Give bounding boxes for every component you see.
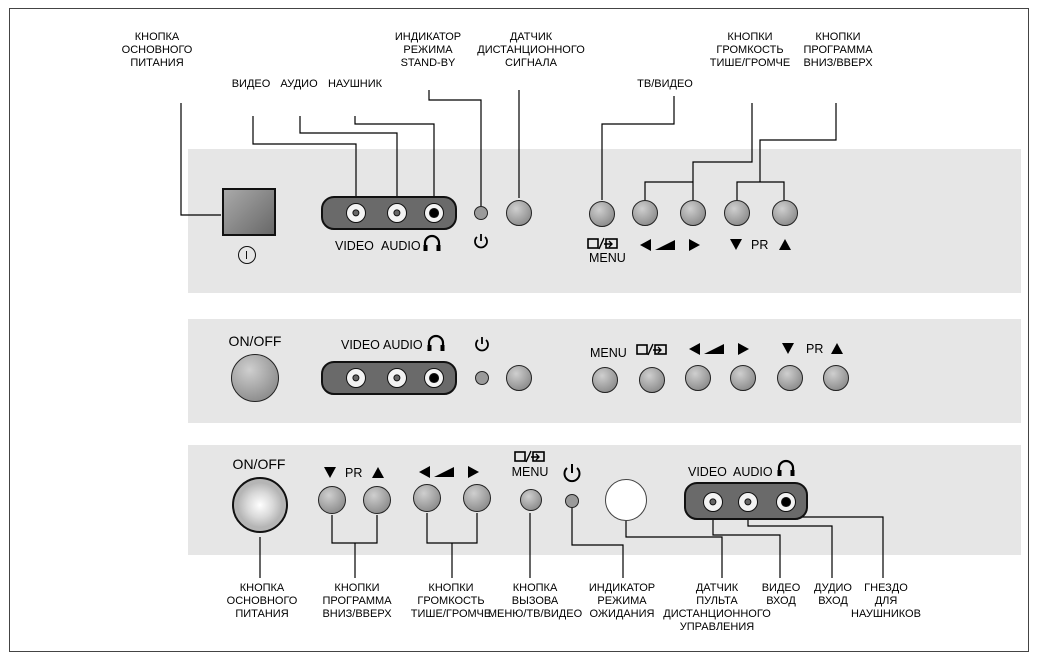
volume-down-icon: [689, 343, 724, 355]
label-video: VIDEO: [335, 239, 374, 253]
diagram-frame: [9, 8, 1029, 652]
program-up-icon: [372, 467, 384, 478]
label-audio: AUDIO: [733, 465, 773, 479]
label-on-off: ON/OFF: [228, 333, 282, 349]
callout-video-top: ВИДЕО: [231, 78, 271, 90]
remote-sensor: [605, 479, 647, 521]
menu-button[interactable]: [589, 201, 615, 227]
menu-button[interactable]: [592, 367, 618, 393]
tv-av-icon: [636, 343, 667, 356]
program-down-button[interactable]: [777, 365, 803, 391]
video-jack[interactable]: [346, 203, 366, 223]
headphones-icon: [427, 334, 445, 351]
video-jack[interactable]: [346, 368, 366, 388]
remote-sensor: [506, 365, 532, 391]
volume-up-button[interactable]: [680, 200, 706, 226]
label-video: VIDEO: [341, 338, 380, 352]
standby-led: [475, 371, 489, 385]
label-menu: MENU: [589, 251, 626, 265]
volume-up-icon: [738, 343, 749, 355]
headphone-jack[interactable]: [776, 492, 796, 512]
tv-av-button[interactable]: [639, 367, 665, 393]
av-jack-bar: [321, 361, 457, 395]
volume-down-button[interactable]: [413, 484, 441, 512]
audio-jack[interactable]: [387, 203, 407, 223]
standby-power-icon: [474, 234, 488, 249]
standby-led: [565, 494, 579, 508]
program-down-button[interactable]: [318, 486, 346, 514]
program-down-icon: [782, 343, 794, 354]
menu-button[interactable]: [520, 489, 542, 511]
program-down-button[interactable]: [724, 200, 750, 226]
program-down-icon: [324, 467, 336, 478]
volume-down-icon: [419, 466, 454, 478]
label-audio: AUDIO: [383, 338, 423, 352]
headphone-jack[interactable]: [424, 203, 444, 223]
power-switch-square[interactable]: [222, 188, 276, 236]
audio-jack[interactable]: [387, 368, 407, 388]
standby-led: [474, 206, 488, 220]
headphones-icon: [423, 234, 441, 251]
label-video: VIDEO: [688, 465, 727, 479]
tv-av-icon: [587, 237, 618, 250]
program-up-button[interactable]: [772, 200, 798, 226]
standby-power-icon: [563, 464, 581, 483]
tv-av-icon: [514, 450, 545, 463]
volume-up-icon: [689, 239, 700, 251]
program-down-icon: [730, 239, 742, 250]
volume-down-button[interactable]: [685, 365, 711, 391]
power-symbol-icon: [238, 246, 256, 264]
label-audio: AUDIO: [381, 239, 421, 253]
power-button[interactable]: [232, 477, 288, 533]
callout-audio-top: АУДИО: [280, 78, 318, 90]
power-button[interactable]: [231, 354, 279, 402]
audio-jack[interactable]: [738, 492, 758, 512]
video-jack[interactable]: [703, 492, 723, 512]
label-menu: MENU: [590, 346, 627, 360]
program-up-icon: [779, 239, 791, 250]
headphone-jack[interactable]: [424, 368, 444, 388]
label-menu: MENU: [511, 465, 549, 479]
program-up-button[interactable]: [823, 365, 849, 391]
volume-down-icon: [640, 239, 675, 251]
standby-power-icon: [475, 337, 489, 352]
callout-headphone-top: НАУШНИК: [327, 78, 383, 90]
volume-down-button[interactable]: [632, 200, 658, 226]
program-up-icon: [831, 343, 843, 354]
callout-tv-video-top: ТВ/ВИДЕО: [637, 78, 693, 90]
volume-up-button[interactable]: [463, 484, 491, 512]
label-pr: PR: [751, 238, 769, 252]
label-pr: PR: [806, 342, 824, 356]
label-on-off: ON/OFF: [232, 456, 286, 472]
headphones-icon: [777, 459, 795, 476]
remote-sensor: [506, 200, 532, 226]
label-pr: PR: [345, 466, 363, 480]
volume-up-button[interactable]: [730, 365, 756, 391]
program-up-button[interactable]: [363, 486, 391, 514]
volume-up-icon: [468, 466, 479, 478]
